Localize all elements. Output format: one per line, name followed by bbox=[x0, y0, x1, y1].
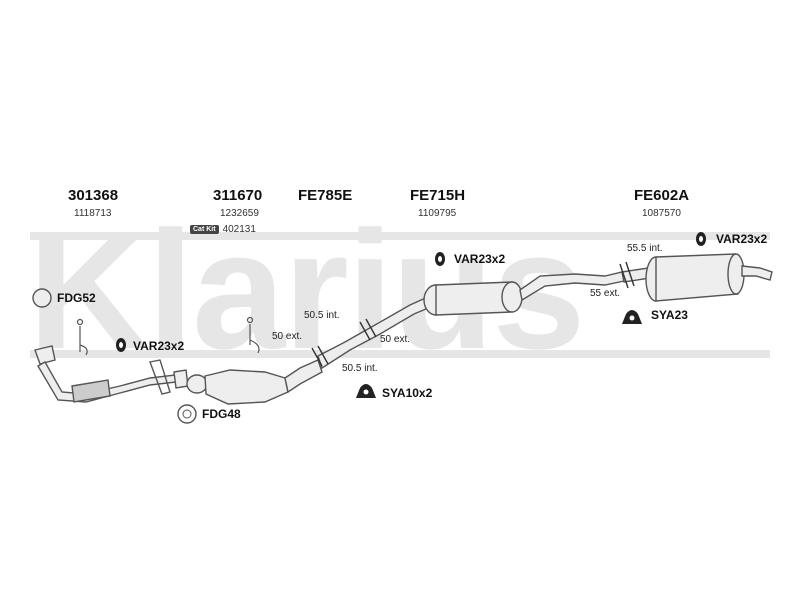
gasket-ring-icon bbox=[32, 288, 52, 308]
oem-number-1109795: 1109795 bbox=[418, 208, 457, 219]
part-number-311670: 311670 bbox=[213, 187, 263, 204]
accessory-fdg48: FDG48 bbox=[202, 407, 241, 421]
accessory-var23-rear: VAR23x2 bbox=[716, 232, 768, 246]
dimension-label: 50.5 int. bbox=[342, 363, 378, 374]
accessory-fdg52: FDG52 bbox=[57, 291, 96, 305]
dimension-label: 50.5 int. bbox=[304, 310, 340, 321]
rubber-mount-icon bbox=[116, 338, 126, 352]
rubber-mount-rear-icon bbox=[696, 232, 706, 246]
oem-number-1232659: 1232659 bbox=[220, 208, 259, 219]
oem-number-1118713: 1118713 bbox=[74, 208, 112, 219]
accessory-var23-front: VAR23x2 bbox=[133, 339, 185, 353]
accessory-sya10: SYA10x2 bbox=[382, 386, 433, 400]
part-number-fe785e: FE785E bbox=[298, 187, 353, 204]
part-number-301368: 301368 bbox=[68, 187, 119, 204]
cat-kit-badge: Cat Kit bbox=[190, 225, 219, 234]
centre-silencer bbox=[423, 271, 625, 316]
front-sensor bbox=[76, 318, 88, 356]
accessory-sya23: SYA23 bbox=[651, 308, 688, 322]
clamp-sya23-icon bbox=[622, 310, 642, 324]
dimension-label: 55.5 int. bbox=[627, 243, 663, 254]
part-number-fe602a: FE602A bbox=[634, 187, 690, 204]
oem-number-1087570: 1087570 bbox=[642, 208, 681, 219]
flange-gasket-icon bbox=[177, 404, 197, 424]
front-pipe bbox=[34, 345, 189, 403]
clamp-sya10-icon bbox=[356, 384, 376, 398]
rear-silencer bbox=[619, 253, 773, 302]
dimension-label: 55 ext. bbox=[590, 288, 621, 299]
accessory-var23-mid: VAR23x2 bbox=[454, 252, 506, 266]
rubber-mount-mid-icon bbox=[435, 252, 445, 266]
cat-kit-number: 402131 bbox=[222, 224, 256, 235]
dimension-label: 50 ext. bbox=[380, 334, 411, 345]
cat-sensor bbox=[246, 316, 260, 354]
dimension-label: 50 ext. bbox=[272, 331, 303, 342]
cat-kit-row: Cat Kit 402131 bbox=[190, 224, 256, 235]
part-number-fe715h: FE715H bbox=[410, 187, 466, 204]
catalytic-converter bbox=[186, 359, 323, 405]
